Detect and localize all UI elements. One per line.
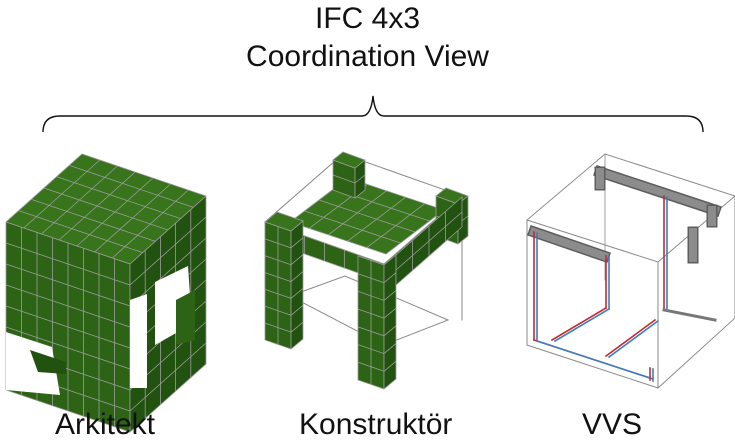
konstruktor-front-column-left-side-grid-line	[290, 271, 304, 282]
konstruktor-front-column-left-side-fill	[290, 220, 304, 350]
konstruktor-front-column-right-side-grid-line	[383, 360, 397, 372]
konstruktor-back-column-left-grid-line	[332, 174, 356, 184]
vvs-model	[525, 153, 735, 389]
arkitekt-top-face-grid-line	[56, 176, 181, 220]
konstruktor-slab-top-grid-line	[304, 210, 401, 244]
konstruktor-slab-top-grid-line	[318, 199, 416, 233]
konstruktor-side-beam-grid-line	[395, 211, 463, 271]
konstruktor-model	[264, 151, 469, 390]
konstruktor-front-column-left	[264, 221, 292, 350]
arkitekt-side-face-grid-line	[129, 216, 207, 286]
konstruktor-front-column-right-side-grid-line	[383, 272, 397, 284]
vvs-wireframe-edge	[526, 344, 659, 389]
diagram-title-line-2: Coordination View	[246, 40, 489, 73]
konstruktor-front-column-left-grid-line	[264, 255, 292, 266]
konstruktor-front-column-left-side-grid-line	[290, 254, 304, 266]
konstruktor-front-column-left-side-grid-line	[290, 288, 304, 299]
arkitekt-front-face-grid-line	[5, 326, 131, 370]
vvs-wireframe-edge	[657, 317, 735, 389]
konstruktor-front-column-left-side-grid-line	[290, 237, 304, 249]
arkitekt-side-face-grid-line	[129, 342, 207, 412]
konstruktor-back-column-left-top	[332, 151, 366, 169]
vvs-duct-left	[528, 226, 610, 262]
konstruktor-front-column-left-side-grid-line	[290, 321, 304, 333]
konstruktor-wireframe-floor	[288, 275, 450, 346]
konstruktor-front-column-right-side-grid-line	[383, 290, 397, 301]
vvs-pipe-floor-branch-blue	[607, 319, 660, 359]
konstruktor-front-column-right-grid-line	[357, 291, 385, 301]
konstruktor-front-column-right-side-grid-line	[383, 307, 397, 319]
arkitekt-top-face-grid-line	[18, 210, 143, 254]
arkitekt-side-face-grid-line	[129, 237, 207, 307]
konstruktor-front-column-left-grid-line	[264, 238, 292, 249]
konstruktor-front-column-left-side	[290, 220, 304, 350]
konstruktor-front-column-left-side-grid-line	[290, 304, 304, 316]
diagram-title-line-1: IFC 4x3	[314, 2, 421, 35]
arkitekt-front-face-grid-line	[5, 305, 131, 349]
konstruktor-front-column-left-grid-line	[264, 289, 292, 299]
konstruktor-front-column-right-grid-line	[357, 361, 385, 372]
konstruktor-front-column-right	[357, 255, 385, 390]
konstruktor-front-column-right-side-grid-line	[383, 325, 397, 337]
arkitekt-front-opening-left	[6, 332, 60, 395]
arkitekt-top-face-grid-line	[31, 198, 156, 242]
vvs-duct-top-back	[594, 166, 721, 216]
konstruktor-front-column-right-grid-line	[357, 308, 385, 319]
konstruktor-front-column-right-grid-line	[357, 273, 385, 284]
arkitekt-side-opening-inner	[176, 290, 195, 345]
grouping-brace	[42, 95, 704, 133]
konstruktor-front-column-left-grid-line	[264, 272, 292, 282]
vvs-pipe-bottom-blue	[535, 339, 655, 381]
vvs-pipe-floor-branch-red	[604, 318, 657, 358]
arkitekt-top-face-grid-line	[43, 187, 169, 231]
arkitekt-top-face	[5, 153, 207, 265]
konstruktor-front-column-right-side-fill	[383, 254, 397, 390]
vvs-pipe-diagonal-blue	[553, 307, 611, 343]
konstruktor-front-column-right-grid-line	[357, 344, 385, 354]
arkitekt-top-face-grid-line	[69, 164, 194, 208]
arkitekt-opening-inner-wall	[30, 350, 66, 374]
arkitekt-front-opening-door	[130, 294, 147, 388]
konstruktor-front-column-left-grid-line	[264, 322, 292, 333]
konstruktor-front-column-right-grid-line	[357, 326, 385, 337]
vvs-pipe-gray-run	[662, 308, 717, 322]
konstruktor-front-column-left-top	[264, 211, 304, 232]
vvs-label: VVS	[582, 408, 643, 441]
konstruktor-front-column-right-side-grid-line	[383, 343, 397, 354]
vvs-pipe-diagonal-red	[550, 306, 608, 342]
arkitekt-front-face-grid-line	[5, 242, 131, 286]
konstruktor-front-column-left-grid-line	[264, 305, 292, 316]
konstruktor-front-column-right-side	[383, 254, 397, 390]
konstruktor-side-beam	[395, 196, 463, 286]
arkitekt-front-face-grid-line	[5, 284, 131, 328]
arkitekt-front-face-grid-line	[5, 263, 131, 307]
vvs-wireframe-top	[525, 153, 735, 263]
arkitekt-model	[5, 153, 207, 433]
konstruktor-back-column-left-side-grid-line	[354, 174, 366, 184]
konstruktor-label: Konstruktör	[299, 408, 453, 441]
arkitekt-label: Arkitekt	[55, 408, 156, 441]
